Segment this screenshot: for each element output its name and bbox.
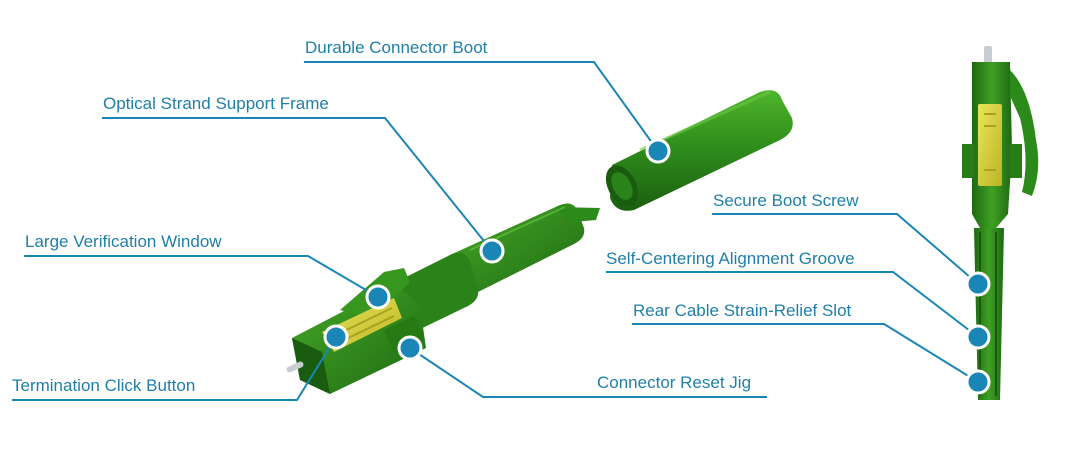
label-verification-window: Large Verification Window (25, 232, 222, 251)
callout-dots (323, 138, 991, 395)
leader-alignment-groove (606, 271, 979, 338)
label-alignment-groove: Self-Centering Alignment Groove (606, 249, 855, 268)
leader-lines (12, 61, 979, 401)
dot-alignment-groove (965, 324, 991, 350)
label-support-frame: Optical Strand Support Frame (103, 94, 329, 113)
leader-reset-jig (409, 347, 767, 398)
label-boot-screw: Secure Boot Screw (713, 191, 859, 210)
label-reset-jig: Connector Reset Jig (597, 373, 752, 392)
dot-verification-window (365, 284, 391, 310)
leader-verification-window (24, 255, 379, 298)
connector-main-part (286, 203, 600, 394)
label-durable-boot: Durable Connector Boot (305, 38, 488, 57)
leader-click-button (12, 336, 337, 401)
dot-support-frame (479, 238, 505, 264)
leader-strain-relief (632, 323, 979, 383)
leader-support-frame (102, 117, 493, 252)
leader-boot-screw (712, 213, 979, 285)
leader-durable-boot (304, 61, 659, 152)
dot-durable-boot (645, 138, 671, 164)
dot-strain-relief (965, 369, 991, 395)
label-click-button: Termination Click Button (12, 376, 196, 395)
dot-reset-jig (397, 335, 423, 361)
dot-click-button (323, 324, 349, 350)
label-strain-relief: Rear Cable Strain-Relief Slot (633, 301, 852, 320)
connector-side-part (962, 46, 1039, 400)
dot-boot-screw (965, 271, 991, 297)
